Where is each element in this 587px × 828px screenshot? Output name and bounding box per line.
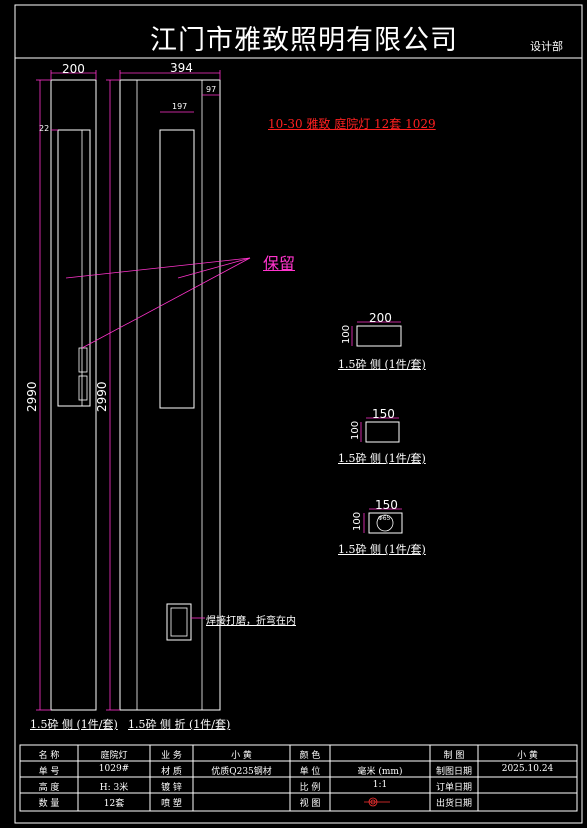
- part-3-label: 1.5砕 侧 (1件/套): [338, 543, 426, 556]
- title-block-grid: [19, 744, 578, 812]
- right-inner-dim: 197: [172, 102, 188, 111]
- left-height-dim: 2990: [25, 381, 39, 412]
- title-block-cell-r2-c2: 镀 锌: [161, 783, 182, 793]
- part-3-hole: Φ65: [378, 515, 391, 522]
- title-block-cell-r2-c1: H: 3米: [99, 783, 129, 793]
- part-3-drawing: [363, 508, 403, 534]
- title-block-cell-r0-c4: 颜 色: [299, 751, 321, 761]
- right-width-dim: 394: [170, 61, 193, 75]
- right-side-dim: 97: [206, 85, 217, 94]
- title-block-cell-r1-c6: 制图日期: [435, 767, 472, 777]
- title-block-cell-r3-c2: 喷 塑: [161, 799, 182, 809]
- right-panel-drawing: [106, 70, 221, 711]
- order-note: 10-30 雅致 庭院灯 12套 1029: [268, 117, 436, 131]
- part-2-height: 100: [350, 420, 361, 440]
- title-block-cell-r2-c6: 订单日期: [435, 783, 472, 793]
- title-block-cell-r3-c0: 数 量: [38, 799, 60, 809]
- left-width-dim: 200: [62, 62, 85, 76]
- title-block-cell-r2-c0: 高 度: [38, 783, 60, 793]
- title-block-cell-r3-c1: 12套: [103, 799, 125, 809]
- title-block-cell-r1-c5: 毫米 (mm): [357, 767, 403, 777]
- right-part-caption: 1.5砕 侧 折 (1件/套): [128, 718, 231, 731]
- title-block-cell-r1-c2: 材 质: [161, 767, 182, 777]
- title-block-cell-r1-c4: 单 位: [299, 767, 321, 777]
- part-3-height: 100: [352, 511, 363, 531]
- part-1-drawing: [351, 321, 402, 347]
- right-height-dim: 2990: [95, 381, 109, 412]
- part-2-drawing: [360, 417, 400, 443]
- view-symbol-icon: [364, 797, 390, 807]
- part-1-height: 100: [341, 324, 352, 344]
- part-2-width: 150: [372, 407, 395, 421]
- title-block-cell-r0-c6: 制 图: [443, 751, 465, 761]
- title-block-cell-r1-c1: 1029#: [98, 764, 130, 774]
- part-3-width: 150: [375, 498, 398, 512]
- company-title: 江门市雅致照明有限公司: [150, 25, 458, 56]
- title-block-cell-r0-c7: 小 黄: [517, 751, 538, 761]
- drawing-frame: [14, 4, 583, 824]
- left-part-caption: 1.5砕 侧 (1件/套): [30, 718, 118, 731]
- left-panel-drawing: [36, 70, 97, 711]
- weld-note: 焊接打磨，折弯在内: [206, 616, 296, 627]
- department-label: 设计部: [530, 40, 563, 53]
- title-block-cell-r1-c3: 优质Q235钢材: [211, 767, 272, 777]
- title-block-cell-r0-c2: 业 务: [161, 751, 182, 761]
- title-block-cell-r0-c3: 小 黄: [231, 751, 252, 761]
- part-2-label: 1.5砕 侧 (1件/套): [338, 452, 426, 465]
- title-block-cell-r2-c5: 1:1: [372, 780, 388, 790]
- part-1-width: 200: [369, 311, 392, 325]
- title-block-cell-r1-c7: 2025.10.24: [501, 764, 554, 774]
- part-1-label: 1.5砕 侧 (1件/套): [338, 358, 426, 371]
- title-block-cell-r0-c0: 名 称: [38, 751, 60, 761]
- title-block-cell-r1-c0: 单 号: [38, 767, 60, 777]
- title-block-cell-r0-c1: 庭院灯: [100, 751, 128, 761]
- title-block-cell-r3-c6: 出货日期: [435, 799, 472, 809]
- left-offset-dim: 22: [39, 124, 50, 133]
- title-block-cell-r2-c4: 比 例: [299, 783, 321, 793]
- title-block-cell-r3-c4: 视 图: [299, 799, 321, 809]
- reserve-label: 保留: [263, 254, 296, 273]
- reserve-leaders: [65, 257, 251, 349]
